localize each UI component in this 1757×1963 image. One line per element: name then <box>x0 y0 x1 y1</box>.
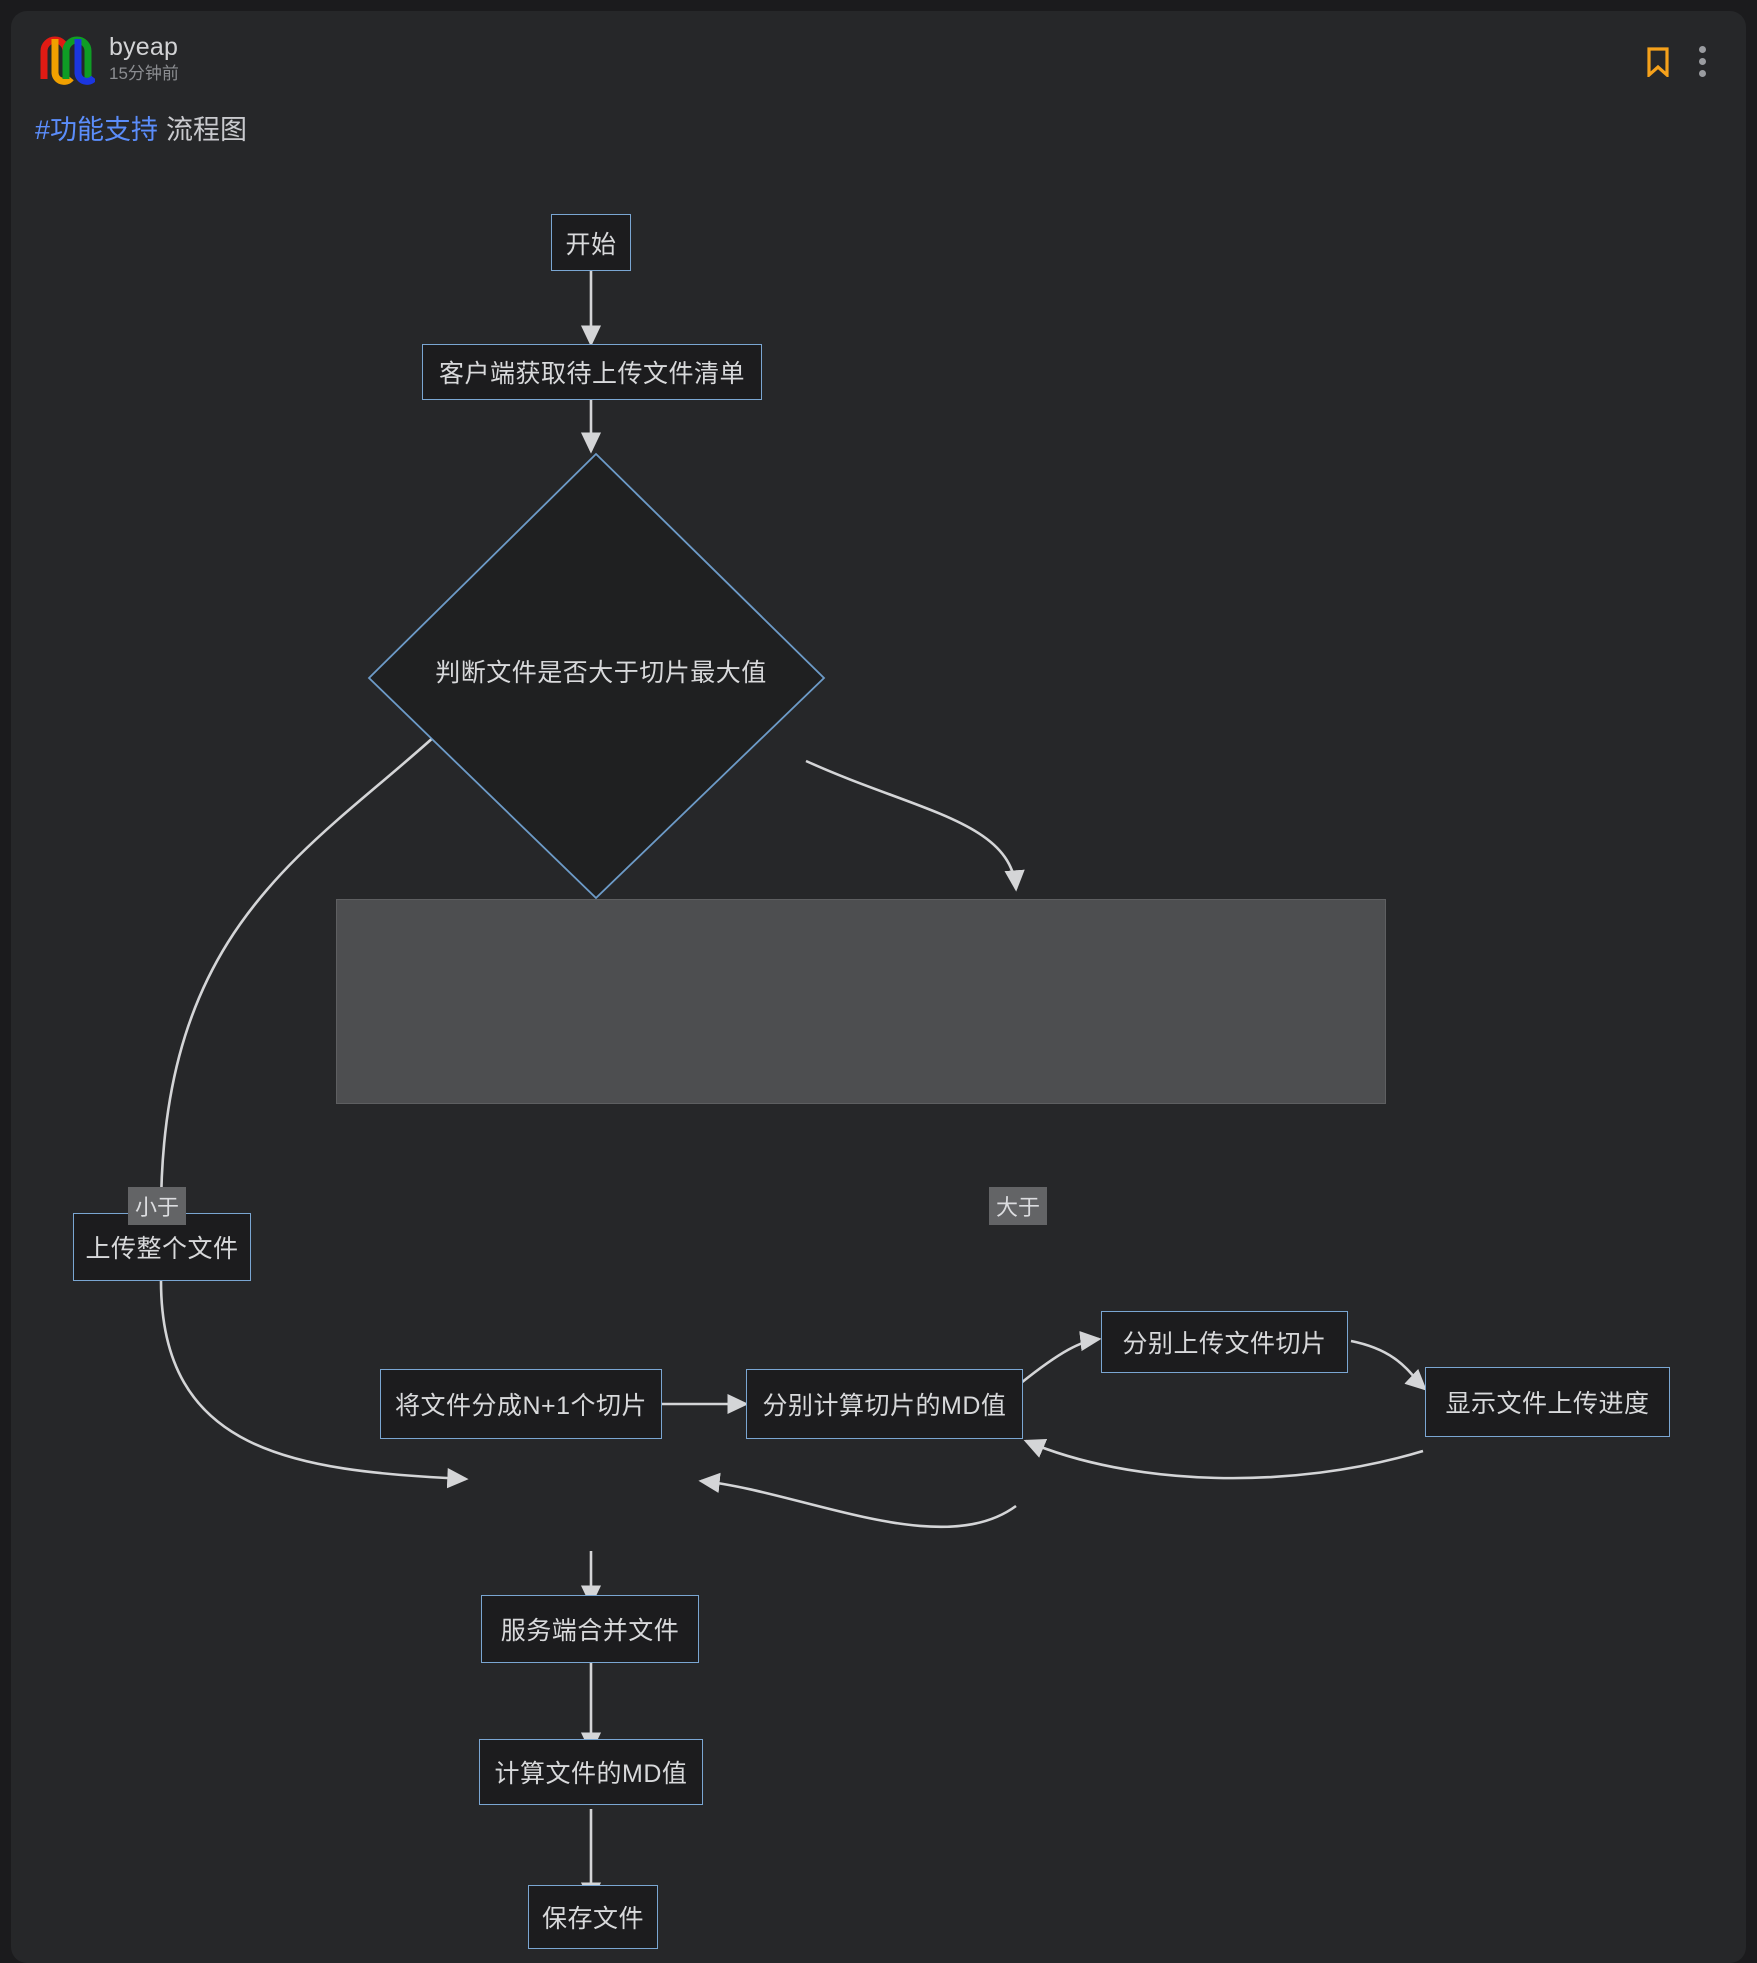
edge-label-less-than: 小于 <box>128 1187 187 1225</box>
topic-tag[interactable]: #功能支持 <box>35 115 159 145</box>
byeap-logo-icon <box>37 33 95 85</box>
flowchart-canvas: 开始 客户端获取待上传文件清单 判断文件是否大于切片最大值 小于 大于 上传整个… <box>11 161 1746 1961</box>
node-decision-label[interactable]: 判断文件是否大于切片最大值 <box>435 659 767 687</box>
node-calc-chunk-md5[interactable]: 分别计算切片的MD值 <box>746 1369 1023 1439</box>
more-vertical-icon[interactable] <box>1693 44 1712 79</box>
node-upload-chunks[interactable]: 分别上传文件切片 <box>1101 1311 1348 1373</box>
post-card: byeap 15分钟前 #功能支持流程图 <box>11 11 1746 1963</box>
node-get-file-list[interactable]: 客户端获取待上传文件清单 <box>422 344 762 400</box>
bookmark-icon[interactable] <box>1645 46 1671 77</box>
node-calc-file-md5[interactable]: 计算文件的MD值 <box>479 1739 703 1805</box>
post-title-row: #功能支持流程图 <box>35 115 248 146</box>
chunk-subgraph-box <box>336 899 1386 1104</box>
timestamp: 15分钟前 <box>109 64 179 83</box>
node-save-file[interactable]: 保存文件 <box>528 1885 658 1949</box>
edge-label-greater-than: 大于 <box>989 1187 1048 1225</box>
flow-edges <box>150 271 1427 1904</box>
node-split-file[interactable]: 将文件分成N+1个切片 <box>380 1369 662 1439</box>
username: byeap <box>109 33 179 61</box>
node-server-merge[interactable]: 服务端合并文件 <box>481 1595 699 1663</box>
post-header: byeap 15分钟前 <box>37 33 179 85</box>
post-meta: byeap 15分钟前 <box>109 33 179 83</box>
header-actions <box>1645 44 1712 79</box>
page-title: 流程图 <box>166 115 248 145</box>
node-start[interactable]: 开始 <box>551 214 631 271</box>
decision-shape <box>367 452 826 900</box>
node-show-progress[interactable]: 显示文件上传进度 <box>1425 1367 1670 1437</box>
